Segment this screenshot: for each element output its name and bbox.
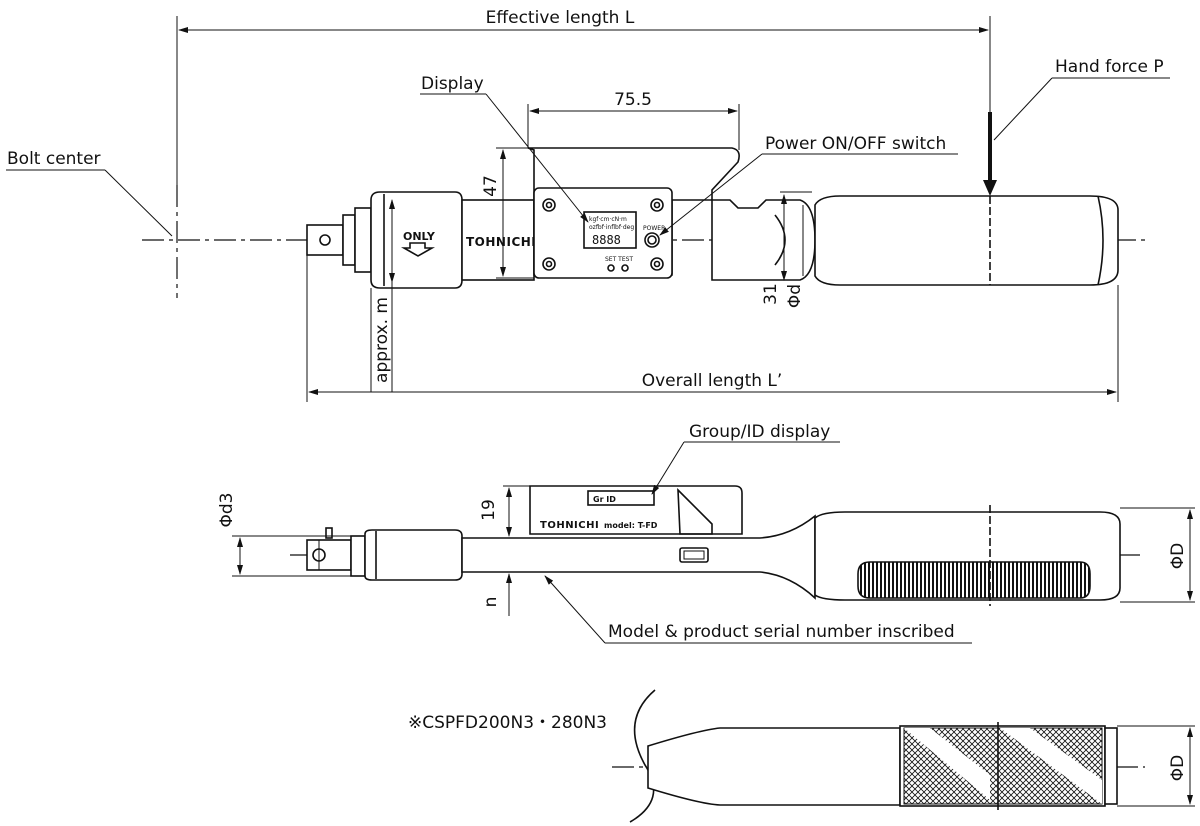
model-serial-leader bbox=[544, 575, 606, 644]
screw-tr bbox=[650, 198, 664, 212]
side-housing-bevel bbox=[677, 487, 713, 535]
square-drive bbox=[306, 224, 344, 256]
variant-break-line bbox=[629, 689, 656, 823]
model-marking: model: T-FD bbox=[604, 521, 658, 530]
variant-beam bbox=[647, 727, 901, 806]
lcd-digits: 8888 bbox=[592, 233, 621, 247]
power-leader bbox=[659, 153, 763, 236]
lcd-display bbox=[583, 211, 637, 249]
screw-tl bbox=[542, 198, 556, 212]
side-drive-collar bbox=[350, 535, 366, 577]
direction-arrow-icon bbox=[400, 242, 436, 257]
phi-d3-label: Φd3 bbox=[217, 493, 237, 528]
screw-bl bbox=[542, 257, 556, 271]
gr-id-marking: Gr ID bbox=[593, 495, 616, 504]
drive-pin bbox=[319, 234, 331, 246]
effective-length-label: Effective length L bbox=[486, 8, 635, 28]
top-view: Effective length L Hand force P Bolt cen… bbox=[6, 8, 1170, 402]
variant-view: ※CSPFD200N3・280N3 ΦD bbox=[408, 689, 1195, 823]
power-switch-label: Power ON/OFF switch bbox=[765, 134, 946, 154]
neck bbox=[711, 199, 816, 281]
brand-side: TOHNICHI bbox=[540, 520, 599, 531]
side-pin-top bbox=[325, 527, 333, 539]
display-label: Display bbox=[421, 74, 484, 94]
brand-top: TOHNICHI bbox=[466, 235, 536, 249]
units-line-2: ozfbf·inflbf·deg bbox=[589, 224, 634, 231]
drive-ring bbox=[354, 207, 372, 273]
hand-force-label: Hand force P bbox=[1055, 57, 1164, 77]
dim-31-label: 31 bbox=[761, 283, 781, 305]
grip bbox=[814, 195, 1119, 286]
group-id-label: Group/ID display bbox=[689, 422, 830, 442]
bolt-center-label: Bolt center bbox=[7, 149, 101, 169]
power-marking: POWER bbox=[643, 225, 665, 232]
side-view: Gr ID TOHNICHI model: T-FD Group/ID disp… bbox=[217, 422, 1195, 644]
approx-m-label: approx. m bbox=[372, 297, 392, 383]
variant-end-cap bbox=[1104, 727, 1118, 805]
only-marking: ONLY bbox=[403, 230, 436, 243]
side-beam bbox=[461, 514, 816, 600]
screw-br bbox=[650, 257, 664, 271]
variant-note: ※CSPFD200N3・280N3 bbox=[408, 713, 607, 733]
grip-end-line bbox=[1097, 195, 1104, 286]
display-leader bbox=[485, 93, 589, 223]
model-serial-label: Model & product serial number inscribed bbox=[608, 622, 955, 642]
side-display-housing bbox=[529, 485, 743, 535]
dim-19-label: 19 bbox=[479, 499, 499, 521]
test-button bbox=[621, 264, 629, 272]
set-button bbox=[607, 264, 615, 272]
hand-force-arrow-head bbox=[983, 180, 997, 196]
overall-length-label: Overall length L’ bbox=[642, 371, 783, 391]
group-id-window bbox=[587, 490, 655, 506]
power-button bbox=[644, 232, 660, 248]
hand-force-leader bbox=[993, 77, 1053, 141]
phi-D-variant-label: ΦD bbox=[1168, 755, 1188, 781]
group-id-leader bbox=[651, 441, 685, 495]
side-head bbox=[364, 529, 463, 581]
dim-n-label: n bbox=[481, 597, 501, 608]
set-test-marking: SET TEST bbox=[605, 256, 633, 263]
dim-47-label: 47 bbox=[481, 175, 501, 197]
drive-collar bbox=[342, 214, 356, 266]
dim-75-label: 75.5 bbox=[614, 90, 652, 110]
phi-D-side-label: ΦD bbox=[1168, 543, 1188, 569]
bolt-center-leader bbox=[104, 169, 173, 237]
side-grip-knurl bbox=[857, 561, 1091, 599]
dim-phi-d-label: Φd bbox=[785, 284, 805, 308]
units-line-1: kgf·cm·cN·m bbox=[589, 216, 627, 223]
body-tube bbox=[461, 199, 535, 281]
